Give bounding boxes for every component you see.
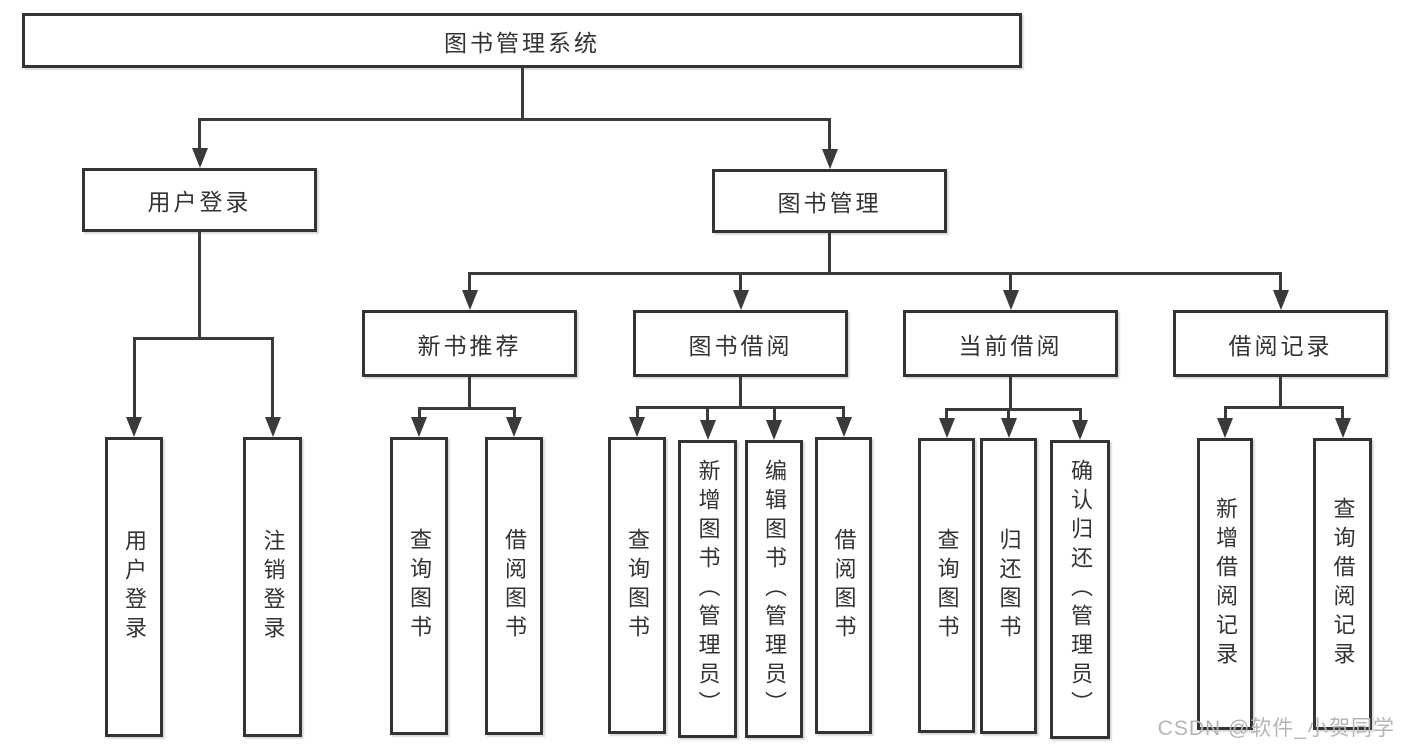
leaf-bb-query-books: 查询图书	[608, 437, 666, 734]
connector-drop	[1009, 272, 1012, 292]
leaf-user-login: 用户登录	[105, 437, 163, 737]
connector-drop	[1078, 408, 1082, 422]
arrowhead-icon	[264, 417, 281, 437]
connector-bus	[635, 406, 845, 409]
connector-bus	[945, 408, 1082, 411]
connector-drop	[945, 408, 948, 420]
connector-drop	[271, 337, 274, 419]
leaf-cb-query-books: 查询图书	[918, 438, 975, 733]
connector-drop	[1007, 408, 1010, 420]
connector-stem	[739, 377, 742, 409]
connector-stem	[1279, 377, 1282, 409]
node-current-borrowing: 当前借阅	[903, 310, 1118, 377]
connector-drop	[512, 407, 516, 419]
arrowhead-icon	[629, 417, 645, 437]
node-user-login: 用户登录	[82, 168, 317, 232]
connector-drop	[1223, 406, 1227, 420]
csdn-watermark: CSDN @软件_小贺同学	[1157, 717, 1395, 740]
node-system-root: 图书管理系统	[22, 13, 1022, 68]
arrowhead-icon	[766, 420, 782, 440]
leaf-bb-borrow-books: 借阅图书	[815, 437, 872, 734]
arrowhead-icon	[821, 149, 838, 169]
leaf-bb-edit-books-admin: 编辑图书（管理员）	[745, 440, 803, 738]
leaf-bb-add-books-admin: 新增图书（管理员）	[678, 440, 737, 738]
connector-stem	[1009, 377, 1012, 411]
arrowhead-icon	[1334, 418, 1351, 438]
connector-drop	[417, 407, 421, 419]
arrowhead-icon	[191, 148, 208, 168]
leaf-br-query-record: 查询借阅记录	[1313, 438, 1372, 730]
leaf-br-add-record: 新增借阅记录	[1197, 438, 1253, 730]
arrowhead-icon	[1217, 418, 1233, 438]
arrowhead-icon	[1072, 420, 1088, 440]
leaf-nbr-query-books: 查询图书	[390, 437, 448, 735]
connector-stem	[828, 233, 831, 275]
arrowhead-icon	[126, 417, 142, 437]
node-book-management: 图书管理	[712, 169, 947, 233]
connector-drop	[706, 406, 709, 422]
arrowhead-icon	[1272, 290, 1289, 310]
connector-bus	[198, 118, 831, 121]
connector-stem	[520, 68, 524, 121]
connector-drop	[772, 406, 776, 422]
connector-drop	[198, 118, 201, 150]
connector-drop	[635, 406, 639, 419]
node-book-borrowing: 图书借阅	[633, 310, 848, 377]
arrowhead-icon	[506, 417, 522, 437]
leaf-logout: 注销登录	[243, 437, 302, 737]
arrowhead-icon	[835, 417, 852, 437]
arrowhead-icon	[699, 420, 716, 440]
arrowhead-icon	[1000, 418, 1017, 438]
connector-stem	[468, 377, 471, 410]
leaf-cb-confirm-return: 确认归还（管理员）	[1050, 440, 1110, 739]
arrowhead-icon	[1002, 290, 1019, 310]
leaf-cb-return-books: 归还图书	[980, 438, 1037, 734]
connector-drop	[468, 272, 471, 292]
connector-bus	[417, 407, 516, 410]
arrowhead-icon	[732, 290, 749, 310]
arrowhead-icon	[461, 290, 478, 310]
connector-stem	[198, 232, 201, 340]
connector-bus	[1223, 406, 1344, 409]
connector-drop	[828, 118, 831, 151]
arrowhead-icon	[411, 417, 427, 437]
arrowhead-icon	[938, 418, 955, 438]
node-new-book-recommend: 新书推荐	[362, 310, 577, 377]
leaf-nbr-borrow-books: 借阅图书	[485, 437, 543, 735]
connector-drop	[1279, 272, 1282, 292]
connector-drop	[842, 406, 845, 419]
connector-bus	[468, 272, 1282, 275]
connector-drop	[739, 272, 742, 292]
connector-bus	[132, 337, 274, 340]
node-borrow-records: 借阅记录	[1173, 310, 1388, 377]
connector-drop	[1341, 406, 1344, 420]
connector-drop	[132, 337, 136, 419]
